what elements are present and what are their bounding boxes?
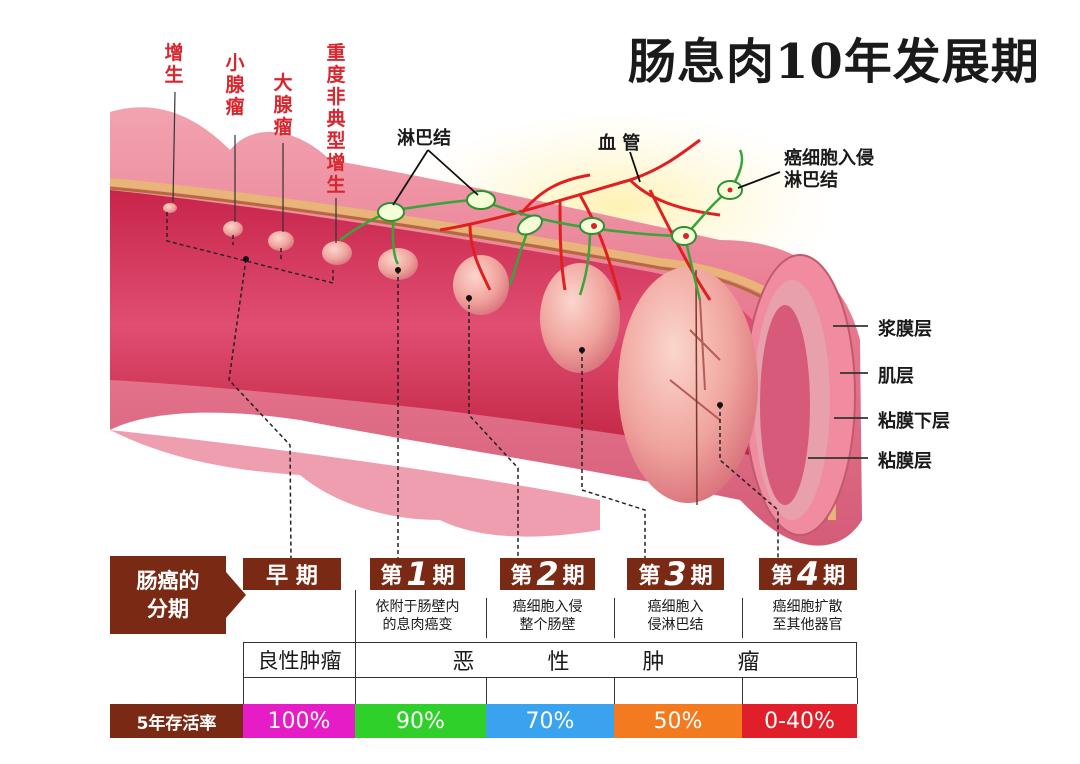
column-divider: [742, 678, 743, 704]
polyp-dysplasia: [322, 241, 352, 265]
period-4-post: 期: [823, 564, 846, 589]
malignant-label: 恶 性 肿 瘤: [356, 643, 856, 677]
period-3-desc: 癌细胞入 侵淋巴结: [647, 599, 704, 633]
period-3-post: 期: [690, 564, 713, 589]
layer-pointers: [808, 325, 868, 459]
period-2-num: 2: [536, 555, 559, 593]
period-1-post: 期: [432, 564, 455, 589]
blood-vessel-label: 血 管: [598, 133, 641, 154]
period-4-desc: 癌细胞扩散 至其他器官: [772, 599, 843, 633]
tumor-type-row: 良性肿瘤 恶 性 肿 瘤: [243, 642, 857, 678]
haustra-fold: [110, 430, 600, 537]
period-1-pre: 第: [380, 564, 403, 589]
benign-label: 良性肿瘤: [244, 643, 356, 677]
tumor-stage4: [618, 267, 758, 503]
colon-end-lumen: [760, 305, 810, 505]
lymph-node-label: 淋巴结: [397, 128, 451, 149]
column-divider: [742, 598, 743, 638]
blood-vessels: [439, 138, 721, 301]
column-divider: [355, 590, 356, 704]
stage-label-hyperplasia: 增生: [164, 42, 184, 86]
leader-dots: [243, 256, 723, 408]
layer-mucosa: 粘膜层: [878, 451, 932, 472]
survival-rate-label: 5年存活率: [110, 704, 243, 738]
lymph-label-pointers: [392, 149, 781, 206]
survival-rate-stage4: 0-40%: [742, 704, 857, 738]
column-divider: [857, 678, 858, 704]
cut-line: [695, 269, 698, 506]
malignant-char: 瘤: [737, 650, 760, 675]
period-2-post: 期: [562, 564, 585, 589]
survival-rate-stage2: 70%: [486, 704, 614, 738]
colon-lumen: [110, 190, 780, 460]
layer-submucosa: 粘膜下层: [878, 411, 950, 432]
cancer-cell-dot: [591, 223, 597, 229]
layer-muscle: 肌层: [878, 366, 914, 387]
period-3-num: 3: [664, 555, 687, 593]
survival-rate-stage3: 50%: [614, 704, 742, 738]
column-divider: [243, 678, 244, 704]
malignant-char: 肿: [642, 650, 665, 675]
malignant-char: 性: [547, 650, 570, 675]
column-divider: [486, 598, 487, 638]
cancer-invade-lymph-label: 癌细胞入侵 淋巴结: [784, 148, 874, 191]
page-title: 肠息肉10年发展期: [628, 34, 1040, 90]
stage-leaders: [228, 258, 779, 559]
polyp-small-adenoma: [223, 221, 243, 237]
polyp-large-adenoma: [268, 231, 294, 251]
period-4-num: 4: [796, 555, 820, 593]
column-divider: [614, 598, 615, 638]
period-1-desc: 依附于肠壁内 的息肉癌变: [375, 599, 460, 633]
polyp-hyperplasia: [163, 203, 177, 213]
period-4-pre: 第: [770, 564, 793, 589]
period-3-pre: 第: [638, 564, 661, 589]
survival-rate-early: 100%: [243, 704, 355, 738]
period-early: 早 期: [243, 558, 341, 590]
staging-header: 肠癌的 分期: [110, 556, 226, 634]
early-stage-bracket: [166, 212, 334, 284]
tumor-texture: [669, 299, 721, 421]
tumor-stage3: [540, 263, 620, 373]
period-2-pre: 第: [510, 564, 533, 589]
staging-header-arrow: [226, 572, 246, 618]
period-2-desc: 癌细胞入侵 整个肠壁: [512, 599, 583, 633]
layer-serosa: 浆膜层: [878, 319, 932, 340]
cancer-cell-dot: [727, 187, 733, 193]
tumor-stage2: [453, 255, 509, 315]
malignant-char: 恶: [452, 650, 475, 675]
stage-label-small-adenoma: 小腺瘤: [225, 52, 245, 118]
stage-label-large-adenoma: 大腺瘤: [273, 72, 293, 138]
cancer-cell-dot: [683, 233, 689, 239]
period-1-num: 1: [406, 555, 429, 593]
column-divider: [614, 678, 615, 704]
column-divider: [486, 678, 487, 704]
period-early-label: 早 期: [266, 564, 318, 589]
polyp-pointers: [172, 91, 337, 243]
survival-rate-stage1: 90%: [355, 704, 486, 738]
stage-label-severe-dysplasia: 重度非典型增生: [326, 42, 346, 196]
